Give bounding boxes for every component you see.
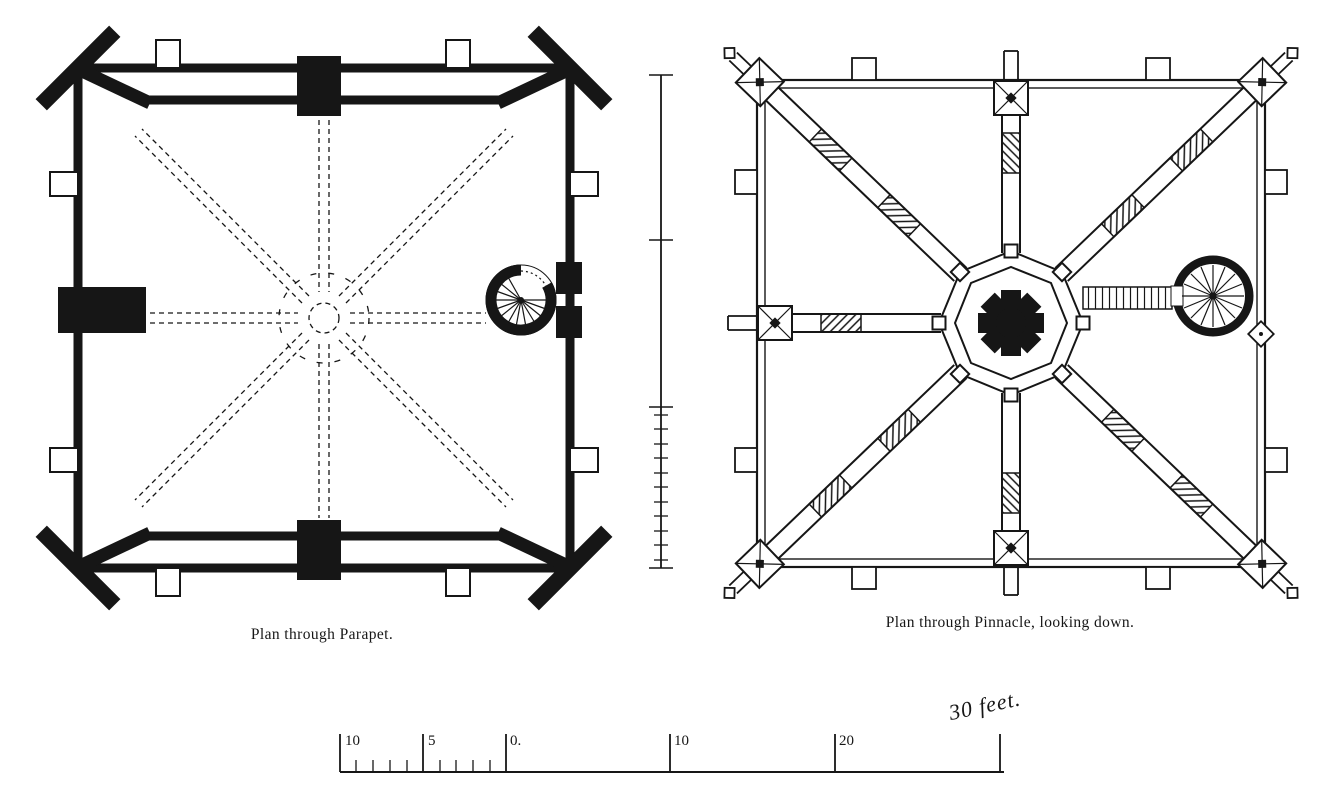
parapet-pilasters (58, 56, 582, 580)
scale-label-10: 10 (674, 733, 689, 749)
parapet-plan-caption: Plan through Parapet. (250, 626, 394, 643)
scale-label-5: 5 (428, 733, 436, 749)
pinnacle-spiral-stair (1170, 255, 1276, 349)
scale-label-left-10: 10 (345, 733, 360, 749)
parapet-corner-buttresses (35, 25, 613, 611)
vertical-scale-bar (649, 74, 673, 569)
parapet-dashed-centerlines (134, 120, 514, 518)
pinnacle-ladder (1082, 286, 1173, 310)
pinnacle-edge-tabs (734, 57, 1288, 590)
horizontal-scale-bar (339, 734, 1004, 773)
parapet-plan (35, 25, 613, 611)
scale-label-0: 0. (510, 733, 522, 749)
parapet-wall-tabs (49, 39, 599, 597)
scale-label-20: 20 (839, 733, 854, 749)
pinnacle-core-finial (978, 290, 1044, 356)
pinnacle-plan (711, 34, 1311, 612)
pinnacle-plan-caption: Plan through Pinnacle, looking down. (885, 614, 1135, 631)
parapet-spiral-stair (485, 264, 557, 336)
